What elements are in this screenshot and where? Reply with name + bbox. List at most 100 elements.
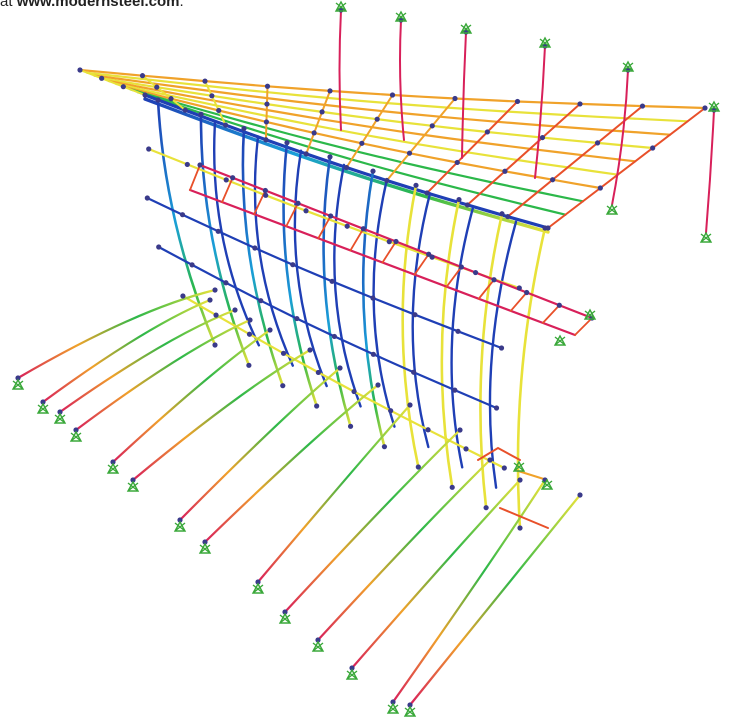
frame-member: [440, 198, 461, 489]
frame-member: [509, 291, 528, 312]
node-point: [412, 312, 418, 318]
node-point: [262, 187, 268, 194]
frame-member: [293, 149, 328, 388]
node-point: [282, 609, 288, 615]
node-point: [110, 459, 116, 465]
node-point: [360, 226, 366, 232]
node-point: [15, 375, 21, 381]
node-point: [426, 251, 432, 257]
support-symbol: [540, 478, 554, 490]
support-glyph: [459, 22, 473, 34]
frame-member: [93, 74, 672, 136]
node-point: [452, 387, 458, 393]
node-point: [484, 129, 490, 135]
node-point: [267, 327, 273, 333]
node-point: [280, 383, 286, 389]
support-glyph: [334, 0, 348, 12]
node-point: [241, 125, 247, 132]
node-point: [351, 388, 357, 395]
frame-member: [574, 317, 593, 336]
node-point: [389, 92, 396, 98]
node-point: [386, 239, 392, 245]
support-symbol: [403, 705, 417, 717]
node-point: [370, 168, 376, 174]
node-point: [182, 107, 188, 113]
frame-member: [317, 215, 332, 240]
node-point: [99, 75, 105, 81]
node-point: [223, 122, 229, 128]
frame-member: [264, 85, 269, 141]
node-point: [594, 140, 601, 146]
node-point: [343, 164, 350, 171]
node-point: [413, 182, 419, 188]
node-point: [180, 293, 186, 299]
support-symbol: [126, 480, 140, 492]
node-point: [207, 297, 213, 303]
support-symbol: [36, 402, 50, 414]
node-point: [215, 228, 221, 234]
frame-member: [349, 227, 365, 252]
frame-member: [79, 69, 146, 96]
node-point: [73, 427, 79, 433]
node-point: [247, 317, 253, 323]
support-symbol: [345, 668, 359, 680]
support-symbol: [512, 460, 526, 472]
node-point: [464, 202, 470, 208]
support-symbol: [69, 430, 83, 442]
node-point: [212, 342, 218, 348]
frame-member: [213, 121, 261, 347]
support-symbol: [707, 100, 721, 112]
support-symbol: [459, 22, 473, 34]
node-point: [456, 196, 462, 203]
node-point: [139, 73, 146, 79]
node-point: [370, 295, 376, 301]
node-point: [639, 103, 646, 109]
node-point: [315, 637, 321, 643]
frame-member: [178, 366, 342, 522]
node-point: [449, 484, 455, 490]
frame-member: [322, 155, 352, 428]
node-point: [315, 369, 321, 376]
node-point: [491, 277, 497, 283]
node-point: [303, 151, 309, 157]
frame-member: [381, 240, 397, 264]
node-point: [189, 262, 195, 268]
caption-suffix: .: [179, 0, 184, 10]
node-point: [425, 427, 431, 433]
support-glyph: [403, 705, 417, 717]
node-point: [411, 369, 417, 375]
caption-link[interactable]: www.modernsteel.com: [16, 0, 180, 10]
node-point: [517, 477, 523, 483]
frame-member: [203, 383, 380, 544]
node-point: [154, 84, 160, 90]
node-point: [337, 365, 343, 371]
node-point: [213, 312, 219, 318]
node-point: [370, 351, 376, 357]
support-symbol: [106, 462, 120, 474]
frame-member: [385, 97, 456, 182]
support-symbol: [198, 542, 212, 554]
node-point: [516, 285, 522, 291]
frame-member: [189, 164, 201, 191]
node-point: [280, 350, 287, 356]
node-point: [349, 665, 355, 671]
support-glyph: [538, 36, 552, 48]
node-point: [120, 84, 126, 90]
frame-member: [705, 109, 715, 234]
node-point: [246, 362, 252, 368]
support-glyph: [69, 430, 83, 442]
node-point: [597, 185, 603, 191]
node-point: [40, 399, 46, 405]
frame-member: [74, 318, 252, 432]
node-point: [505, 213, 511, 220]
node-point: [177, 517, 183, 523]
node-point: [463, 446, 469, 452]
support-glyph: [345, 668, 359, 680]
node-point: [307, 347, 313, 353]
frame-member: [401, 184, 420, 469]
frame-member: [283, 428, 462, 614]
frame-member: [477, 446, 521, 461]
support-glyph: [278, 612, 292, 624]
node-point: [381, 444, 388, 450]
